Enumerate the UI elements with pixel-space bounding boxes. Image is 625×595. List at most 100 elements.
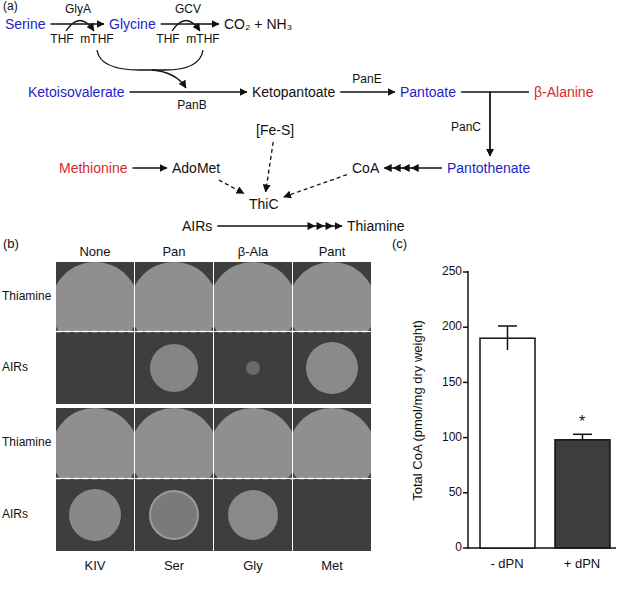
reaction-arrow bbox=[51, 23, 105, 24]
axis-tick bbox=[463, 547, 468, 549]
plate-ground bbox=[293, 479, 371, 551]
growth-spot bbox=[150, 344, 198, 392]
metabolite-name: Pantothenate bbox=[447, 160, 530, 176]
multistep-arrowhead bbox=[411, 164, 419, 172]
plate-ground bbox=[56, 479, 134, 551]
plate-ground bbox=[214, 332, 292, 404]
plate-cell bbox=[135, 332, 213, 404]
multistep-arrowhead bbox=[308, 222, 316, 230]
significance-mark: * bbox=[579, 413, 585, 431]
plate-label: Met bbox=[321, 559, 343, 574]
plate-ground bbox=[135, 479, 213, 551]
metabolite-node: Pantothenate bbox=[445, 159, 532, 177]
tick-label: 0 bbox=[455, 541, 462, 555]
metabolite-node: ThiC bbox=[247, 195, 281, 213]
metabolite-name: Glycine bbox=[109, 16, 156, 32]
cofactor-connector bbox=[266, 142, 274, 192]
enzyme-label: PanB bbox=[177, 99, 206, 113]
metabolite-node: β-Alanine bbox=[532, 83, 595, 101]
plate-cell bbox=[135, 479, 213, 551]
cofactor-bracket bbox=[97, 50, 203, 70]
metabolite-node: CoA bbox=[350, 159, 381, 177]
plate-ground bbox=[56, 332, 134, 404]
plate-ground bbox=[135, 332, 213, 404]
plate-cell bbox=[214, 479, 292, 551]
metabolite-name: Methionine bbox=[59, 160, 128, 176]
plate-label: Pan bbox=[162, 245, 185, 260]
reaction-arrow bbox=[340, 91, 395, 92]
metabolite-name: Pantoate bbox=[400, 84, 456, 100]
metabolite-name: AIRs bbox=[182, 218, 212, 234]
metabolite-node: AIRs bbox=[180, 217, 214, 235]
axis-tick bbox=[463, 492, 468, 494]
plate-label: None bbox=[79, 245, 110, 260]
metabolite-node: Glycine bbox=[107, 15, 158, 33]
cofactor-label: mTHF bbox=[80, 33, 113, 47]
metabolite-name: CO₂ + NH₃ bbox=[224, 16, 292, 32]
panel-label: (a) bbox=[3, 0, 18, 14]
metabolite-node: Thiamine bbox=[345, 217, 407, 235]
axis-tick bbox=[463, 326, 468, 328]
cofactor-label: mTHF bbox=[186, 33, 219, 47]
growth-spot bbox=[306, 342, 358, 394]
metabolite-name: Ketopantoate bbox=[252, 84, 335, 100]
metabolite-name: β-Alanine bbox=[534, 84, 593, 100]
plate-label: Ser bbox=[164, 559, 184, 574]
panel-label: (b) bbox=[3, 237, 19, 252]
metabolite-node: Methionine bbox=[57, 159, 130, 177]
panel-label: (c) bbox=[392, 237, 407, 252]
metabolite-name: Ketoisovalerate bbox=[28, 84, 125, 100]
cofactor-connector bbox=[219, 180, 244, 194]
cofactor-connector bbox=[284, 175, 347, 197]
bar bbox=[555, 440, 610, 548]
metabolite-node: Ketoisovalerate bbox=[26, 83, 127, 101]
error-bar bbox=[507, 338, 509, 350]
error-cap bbox=[573, 434, 592, 436]
enzyme-label: GlyA bbox=[65, 3, 91, 17]
cofactor-label: THF bbox=[156, 33, 179, 47]
cofactor-arrow bbox=[172, 21, 200, 32]
plate-label: Thiamine bbox=[2, 290, 51, 304]
plate-cell bbox=[293, 479, 371, 551]
tick-label: 50 bbox=[449, 486, 462, 500]
cofactor-arrow bbox=[66, 21, 94, 32]
category-label: - dPN bbox=[490, 557, 523, 572]
metabolite-node: Pantoate bbox=[398, 83, 458, 101]
plate-label: Gly bbox=[243, 559, 263, 574]
enzyme-label: GCV bbox=[175, 3, 201, 17]
multistep-arrowhead bbox=[326, 222, 334, 230]
reaction-arrow bbox=[161, 23, 219, 24]
tick-label: 200 bbox=[442, 320, 462, 334]
plate-cell bbox=[214, 332, 292, 404]
plate-label: AIRs bbox=[2, 361, 28, 375]
metabolite-name: CoA bbox=[352, 160, 379, 176]
cofactor-arrow bbox=[152, 70, 186, 88]
tick-label: 150 bbox=[442, 376, 462, 390]
multistep-arrowhead bbox=[317, 222, 325, 230]
plate-label: Thiamine bbox=[2, 436, 51, 450]
axis-title: Total CoA (pmol/mg dry weight) bbox=[411, 320, 426, 501]
metabolite-name: ThiC bbox=[249, 196, 279, 212]
metabolite-name: Thiamine bbox=[347, 218, 405, 234]
metabolite-node: AdoMet bbox=[170, 159, 222, 177]
plate-ground bbox=[214, 479, 292, 551]
reaction-arrow bbox=[490, 92, 529, 156]
plate-cell bbox=[56, 479, 134, 551]
tick-label: 100 bbox=[442, 431, 462, 445]
axis-tick bbox=[463, 437, 468, 439]
tick-label: 250 bbox=[442, 265, 462, 279]
growth-spot bbox=[150, 491, 198, 539]
plate-label: β-Ala bbox=[238, 245, 269, 260]
row-divider bbox=[56, 331, 371, 333]
multistep-arrowhead bbox=[393, 164, 401, 172]
row-divider bbox=[56, 478, 371, 480]
reaction-arrow bbox=[133, 167, 168, 168]
metabolite-name: AdoMet bbox=[172, 160, 220, 176]
metabolite-node: Serine bbox=[3, 15, 47, 33]
metabolite-node: Ketopantoate bbox=[250, 83, 337, 101]
cofactor-label: THF bbox=[50, 33, 73, 47]
plate-cell bbox=[56, 332, 134, 404]
y-axis bbox=[467, 271, 469, 549]
growth-spot bbox=[228, 490, 278, 540]
